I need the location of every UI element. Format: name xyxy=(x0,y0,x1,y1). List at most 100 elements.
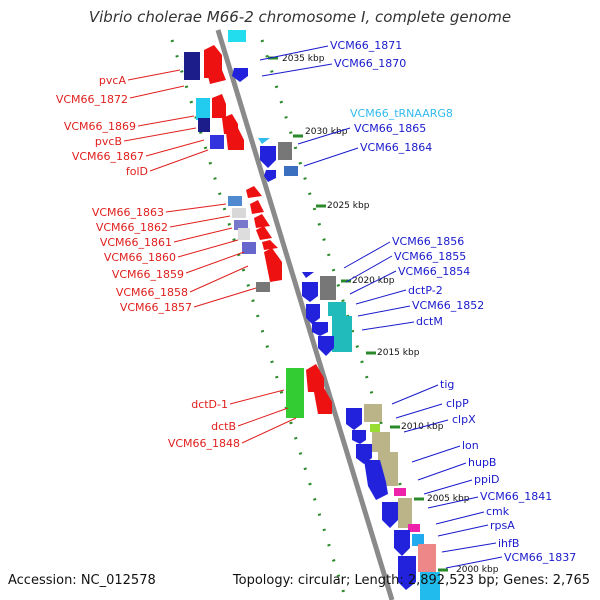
connector xyxy=(259,45,329,61)
connector xyxy=(423,479,473,495)
gene-arrow xyxy=(398,556,416,590)
gene-box xyxy=(256,282,270,292)
gene-arrow xyxy=(246,186,262,198)
kbp-label: 2025 kbp xyxy=(327,201,370,211)
gene-box xyxy=(320,276,336,300)
gene-label: dctM xyxy=(416,315,443,328)
gene-label: VCM66_1858 xyxy=(116,286,188,299)
right-connectors xyxy=(259,45,503,569)
right-labels: VCM66_1871 VCM66_1870 VCM66_tRNAARG8 VCM… xyxy=(330,39,576,564)
gene-box xyxy=(228,196,242,206)
gene-arrow xyxy=(314,388,332,414)
guide-line-right-outer xyxy=(260,39,438,600)
left-strand-features xyxy=(184,45,332,418)
accession-text: Accession: NC_012578 xyxy=(8,573,156,588)
connector xyxy=(417,462,467,481)
connector xyxy=(149,149,209,172)
gene-label: VCM66_1857 xyxy=(120,301,192,314)
connector xyxy=(261,63,333,77)
connector xyxy=(437,524,489,537)
connector xyxy=(411,445,461,463)
kbp-label: 2005 kbp xyxy=(427,494,470,504)
connector xyxy=(169,215,231,228)
gene-arrow xyxy=(394,530,410,556)
gene-arrow xyxy=(208,70,226,84)
gene-label: VCM66_1872 xyxy=(56,93,128,106)
gene-label: pvcA xyxy=(99,74,127,87)
gene-label: VCM66_1860 xyxy=(104,251,176,264)
gene-arrow xyxy=(232,68,248,82)
gene-label: VCM66_1869 xyxy=(64,120,136,133)
connector xyxy=(127,69,181,81)
gene-label: VCM66_1854 xyxy=(398,265,470,278)
gene-arrow xyxy=(254,214,270,228)
connector xyxy=(445,556,503,569)
gene-box xyxy=(364,404,382,422)
gene-label: rpsA xyxy=(490,519,515,532)
gene-arrow xyxy=(226,128,244,150)
gene-label: folD xyxy=(126,165,148,178)
guide-line-left-outer xyxy=(170,39,348,600)
connector xyxy=(403,419,449,433)
gene-box xyxy=(198,118,210,132)
connector xyxy=(427,496,479,509)
gene-label: VCM66_1837 xyxy=(504,551,576,564)
connector xyxy=(129,85,185,99)
gene-arrow xyxy=(312,322,328,336)
gene-arrow xyxy=(264,170,276,182)
gene-box xyxy=(284,166,298,176)
connector xyxy=(391,384,439,405)
connector xyxy=(241,417,297,444)
gene-arrow xyxy=(346,408,362,430)
gene-label: VCM66_1865 xyxy=(354,122,426,135)
left-labels: pvcA VCM66_1872 VCM66_1869 pvcB VCM66_18… xyxy=(56,74,240,450)
gene-label: clpX xyxy=(452,413,476,426)
gene-label: VCM66_1863 xyxy=(92,206,164,219)
gene-label: tig xyxy=(440,378,454,391)
gene-label: dctB xyxy=(211,420,236,433)
gene-label: VCM66_1848 xyxy=(168,437,240,450)
gene-arrow xyxy=(260,146,276,168)
right-strand-features xyxy=(228,30,440,600)
kbp-ticks xyxy=(268,56,448,572)
trna-label: VCM66_tRNAARG8 xyxy=(350,107,453,120)
gene-box xyxy=(242,242,256,254)
guide-lines xyxy=(170,39,438,600)
gene-box xyxy=(328,302,346,316)
trna-marker xyxy=(258,138,270,144)
gene-arrow xyxy=(256,226,272,240)
gene-label: VCM66_1871 xyxy=(330,39,402,52)
connector xyxy=(355,289,407,305)
gene-box xyxy=(398,498,412,528)
gene-box xyxy=(184,52,200,80)
gene-box xyxy=(238,228,250,240)
gene-arrow xyxy=(352,430,366,444)
connector xyxy=(165,203,227,213)
kbp-label: 2015 kbp xyxy=(377,348,420,358)
gene-box xyxy=(232,208,246,218)
gene-label: ppiD xyxy=(474,473,500,486)
gene-arrow xyxy=(306,304,320,324)
gene-box xyxy=(394,488,406,496)
gene-box xyxy=(278,142,292,160)
gene-arrow xyxy=(302,272,314,278)
connector xyxy=(123,127,197,142)
gene-label: VCM66_1870 xyxy=(334,57,406,70)
gene-arrow xyxy=(306,364,324,392)
gene-label: hupB xyxy=(468,456,496,469)
gene-box xyxy=(372,432,390,452)
connector xyxy=(229,389,285,405)
left-connectors xyxy=(123,69,297,444)
gene-arrow xyxy=(204,45,222,78)
gene-label: VCM66_1861 xyxy=(100,236,172,249)
gene-arrow xyxy=(318,336,334,356)
connector xyxy=(343,241,391,269)
topology-text: Topology: circular; Length: 2,892,523 bp… xyxy=(232,573,590,588)
gene-label: VCM66_1855 xyxy=(394,250,466,263)
gene-arrow xyxy=(250,200,264,214)
gene-box xyxy=(210,135,224,149)
gene-label: VCM66_1864 xyxy=(360,141,432,154)
connector xyxy=(137,115,195,127)
kbp-label: 2020 kbp xyxy=(352,276,395,286)
